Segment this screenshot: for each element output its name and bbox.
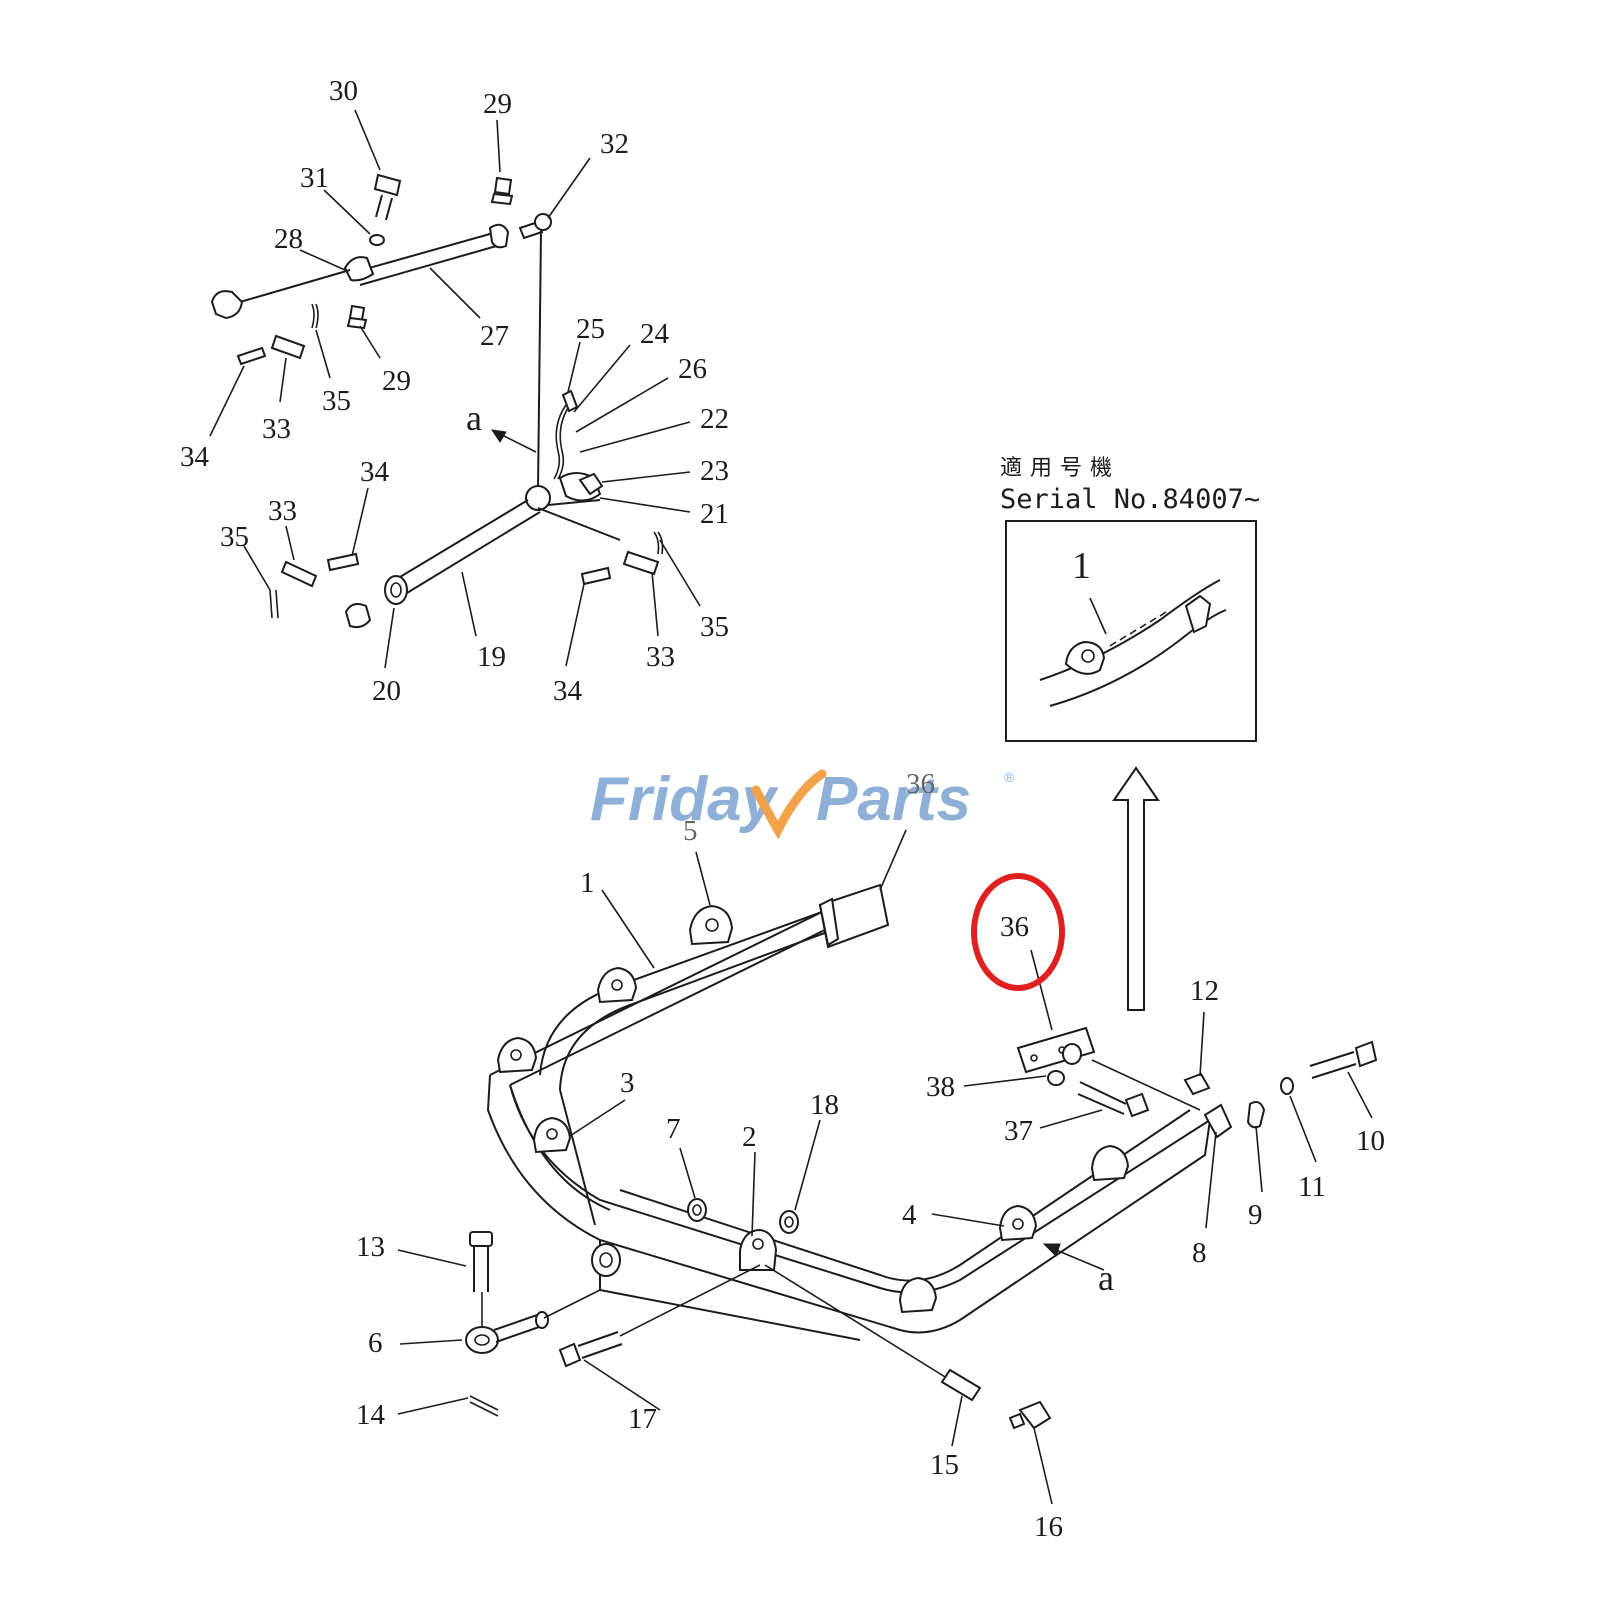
label-part-35-upper: 35 bbox=[322, 385, 351, 417]
label-part-21: 21 bbox=[700, 498, 729, 530]
label-arrow-a-lower: a bbox=[1098, 1258, 1114, 1298]
label-part-35-left: 35 bbox=[220, 521, 249, 553]
label-part-37: 37 bbox=[1004, 1115, 1033, 1147]
label-part-7: 7 bbox=[666, 1113, 681, 1145]
label-part-4: 4 bbox=[902, 1199, 917, 1231]
label-part-5: 5 bbox=[683, 815, 698, 847]
label-part-38: 38 bbox=[926, 1071, 955, 1103]
label-part-16: 16 bbox=[1034, 1511, 1063, 1543]
label-part-30: 30 bbox=[329, 75, 358, 107]
label-part-19: 19 bbox=[477, 641, 506, 673]
label-part-17: 17 bbox=[628, 1403, 657, 1435]
label-part-14: 14 bbox=[356, 1399, 386, 1431]
label-part-34-middle: 34 bbox=[360, 456, 390, 488]
label-part-9: 9 bbox=[1248, 1199, 1263, 1231]
label-part-29-top: 29 bbox=[483, 88, 512, 120]
upper-leader-lines bbox=[209, 109, 701, 669]
upper-linkage-assembly bbox=[210, 173, 664, 629]
label-part-28: 28 bbox=[274, 223, 303, 255]
inset-pointer-arrow bbox=[1112, 766, 1160, 1011]
label-part-18: 18 bbox=[810, 1089, 839, 1121]
label-part-29-lower: 29 bbox=[382, 365, 411, 397]
watermark-registered-mark: ® bbox=[1004, 769, 1015, 785]
label-part-3: 3 bbox=[620, 1067, 635, 1099]
label-part-26: 26 bbox=[678, 353, 707, 385]
label-part-13: 13 bbox=[356, 1231, 385, 1263]
label-arrow-a-upper: a bbox=[466, 398, 482, 438]
label-part-23: 23 bbox=[700, 455, 729, 487]
label-part-36-highlighted: 36 bbox=[1000, 911, 1029, 943]
label-part-34-lower: 34 bbox=[553, 675, 583, 707]
inset-frame-detail bbox=[1039, 579, 1227, 707]
label-part-10: 10 bbox=[1356, 1125, 1385, 1157]
label-part-25: 25 bbox=[576, 313, 605, 345]
main-leader-lines bbox=[397, 829, 1373, 1505]
label-part-33-right: 33 bbox=[646, 641, 675, 673]
label-part-1: 1 bbox=[580, 867, 595, 899]
callout-labels: 30 29 32 31 28 27 29 35 33 34 25 24 26 2… bbox=[180, 75, 1385, 1543]
label-part-33-left: 33 bbox=[268, 495, 297, 527]
label-part-24: 24 bbox=[640, 318, 670, 350]
main-loose-parts bbox=[465, 1026, 1378, 1430]
label-part-34-upper: 34 bbox=[180, 441, 210, 473]
label-part-11: 11 bbox=[1298, 1171, 1326, 1203]
label-part-36-frame: 36 bbox=[906, 768, 935, 800]
label-part-20: 20 bbox=[372, 675, 401, 707]
label-part-27: 27 bbox=[480, 320, 509, 352]
inset-heading: 適用号機 bbox=[1000, 456, 1120, 481]
label-part-15: 15 bbox=[930, 1449, 959, 1481]
inset-frame bbox=[1005, 520, 1257, 742]
inset-serial-number: Serial No.84007~ bbox=[1000, 484, 1260, 515]
main-frame-assembly bbox=[486, 883, 1233, 1341]
watermark-check-mark bbox=[751, 769, 827, 840]
watermark-word-friday: Friday bbox=[590, 765, 780, 834]
label-part-31: 31 bbox=[300, 162, 329, 194]
label-part-33-upper: 33 bbox=[262, 413, 291, 445]
fridayparts-watermark: Friday Parts ® bbox=[590, 765, 1015, 840]
label-part-6: 6 bbox=[368, 1327, 383, 1359]
serial-inset: 適用号機 Serial No.84007~ 1 bbox=[1000, 456, 1260, 1011]
highlight-circle-part-36 bbox=[971, 873, 1065, 991]
label-part-35-right: 35 bbox=[700, 611, 729, 643]
watermark-word-parts: Parts bbox=[816, 765, 971, 834]
inset-part-label: 1 bbox=[1072, 545, 1091, 587]
label-part-22: 22 bbox=[700, 403, 729, 435]
label-part-2: 2 bbox=[742, 1121, 757, 1153]
label-part-32: 32 bbox=[600, 128, 629, 160]
label-part-8: 8 bbox=[1192, 1237, 1207, 1269]
label-part-12: 12 bbox=[1190, 975, 1219, 1007]
